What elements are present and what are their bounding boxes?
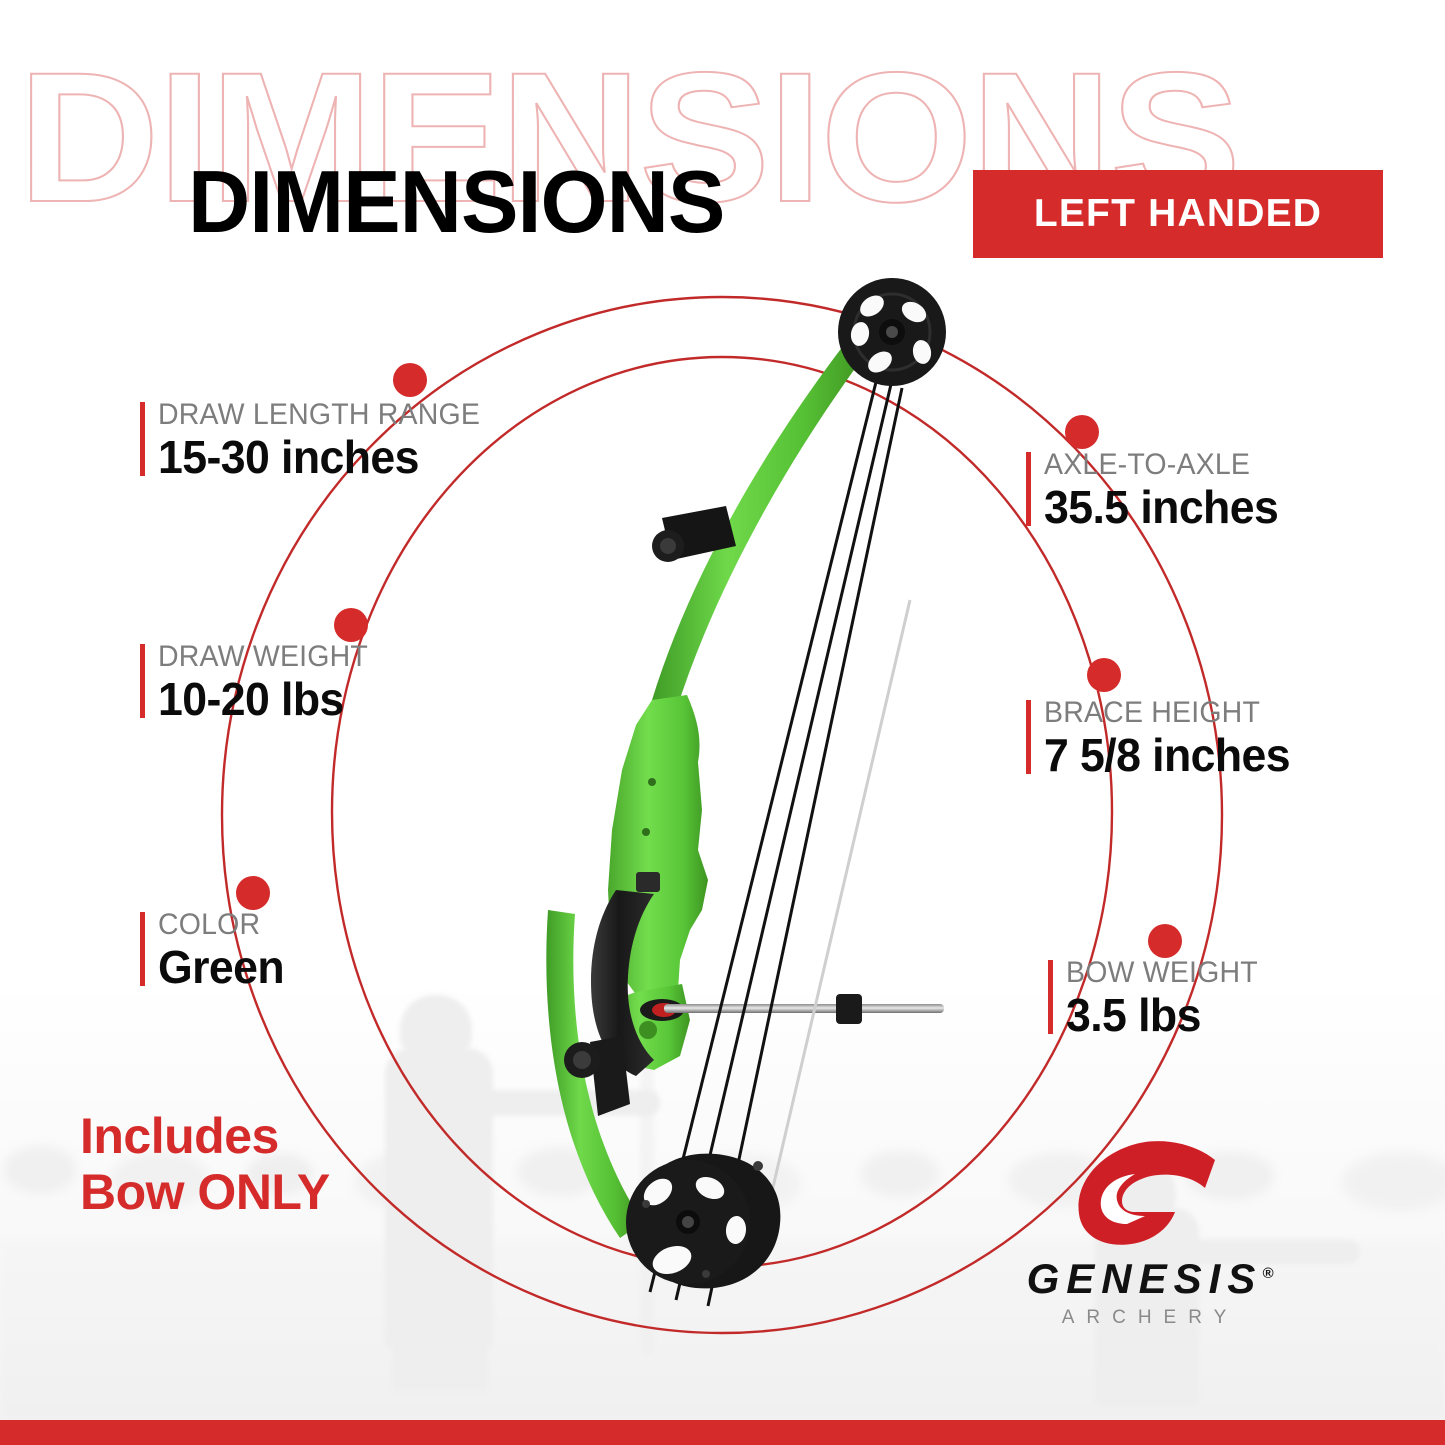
spec-label: DRAW WEIGHT (158, 640, 369, 673)
bowstring-main (674, 379, 894, 1301)
cable-2 (706, 387, 904, 1307)
grip (591, 890, 654, 1076)
limb-pocket (590, 1036, 630, 1116)
includes-line-2: Bow ONLY (80, 1164, 330, 1220)
page-title: DIMENSIONS (188, 152, 725, 251)
spec-label: BRACE HEIGHT (1044, 696, 1261, 729)
spec-value: 7 5/8 inches (1044, 728, 1291, 781)
riser-clip (636, 872, 660, 892)
spec-brace-height: BRACE HEIGHT 7 5/8 inches (1026, 696, 1298, 780)
orbit-dot-color (236, 876, 270, 910)
top-cam (838, 278, 946, 386)
handedness-badge-label: LEFT HANDED (1033, 192, 1323, 235)
spec-value: 35.5 inches (1044, 480, 1279, 533)
spec-draw-weight: DRAW WEIGHT 10-20 lbs (140, 640, 379, 724)
serving-highlight (768, 599, 912, 1201)
spec-label: AXLE-TO-AXLE (1044, 448, 1251, 481)
spec-label: COLOR (158, 908, 261, 941)
spec-value: 10-20 lbs (158, 672, 344, 725)
bottom-red-bar (0, 1420, 1445, 1445)
orbit-dot-bow-weight (1148, 924, 1182, 958)
logo-wordmark: GENESIS® (1027, 1255, 1274, 1303)
spec-value: Green (158, 940, 285, 993)
orbit-dot-draw-weight (334, 608, 368, 642)
handedness-badge: LEFT HANDED (973, 170, 1383, 258)
bottom-cam (626, 1153, 781, 1289)
lower-limb (546, 910, 643, 1238)
limb-bolt-inner (573, 1051, 591, 1069)
spec-bow-weight: BOW WEIGHT 3.5 lbs (1048, 956, 1268, 1040)
orbit-dot-axle-to-axle (1065, 415, 1099, 449)
genesis-g-swoosh-icon (1078, 1141, 1215, 1245)
brand-logo: GENESIS® ARCHERY (1000, 1138, 1300, 1329)
logo-registered-mark: ® (1262, 1265, 1274, 1282)
spec-draw-length-range: DRAW LENGTH RANGE 15-30 inches (140, 398, 497, 482)
riser-hole-2 (642, 828, 650, 836)
cable-1 (648, 373, 880, 1293)
includes-line-1: Includes (80, 1108, 279, 1164)
spec-axle-to-axle: AXLE-TO-AXLE 35.5 inches (1026, 448, 1285, 532)
includes-note: Includes Bow ONLY (80, 1108, 330, 1220)
riser-hole-1 (648, 778, 656, 786)
logo-subtitle: ARCHERY (1061, 1307, 1239, 1328)
sight-pin-knob-inner (660, 538, 676, 554)
spec-label: DRAW LENGTH RANGE (158, 398, 481, 431)
spec-color: COLOR Green (140, 908, 288, 992)
arrow-rest-rod (664, 1004, 944, 1013)
rod-clamp (836, 994, 862, 1024)
riser-hole-3 (639, 1021, 657, 1039)
logo-wordmark-text: GENESIS (1026, 1255, 1263, 1302)
upper-limb (652, 322, 870, 711)
spec-label: BOW WEIGHT (1066, 956, 1258, 989)
bow-strings (648, 373, 904, 1307)
spec-value: 3.5 lbs (1066, 988, 1201, 1041)
compound-bow-illustration (546, 278, 946, 1307)
orbit-dot-draw-length (393, 363, 427, 397)
orbit-dot-brace-height (1087, 658, 1121, 692)
spec-value: 15-30 inches (158, 430, 419, 483)
